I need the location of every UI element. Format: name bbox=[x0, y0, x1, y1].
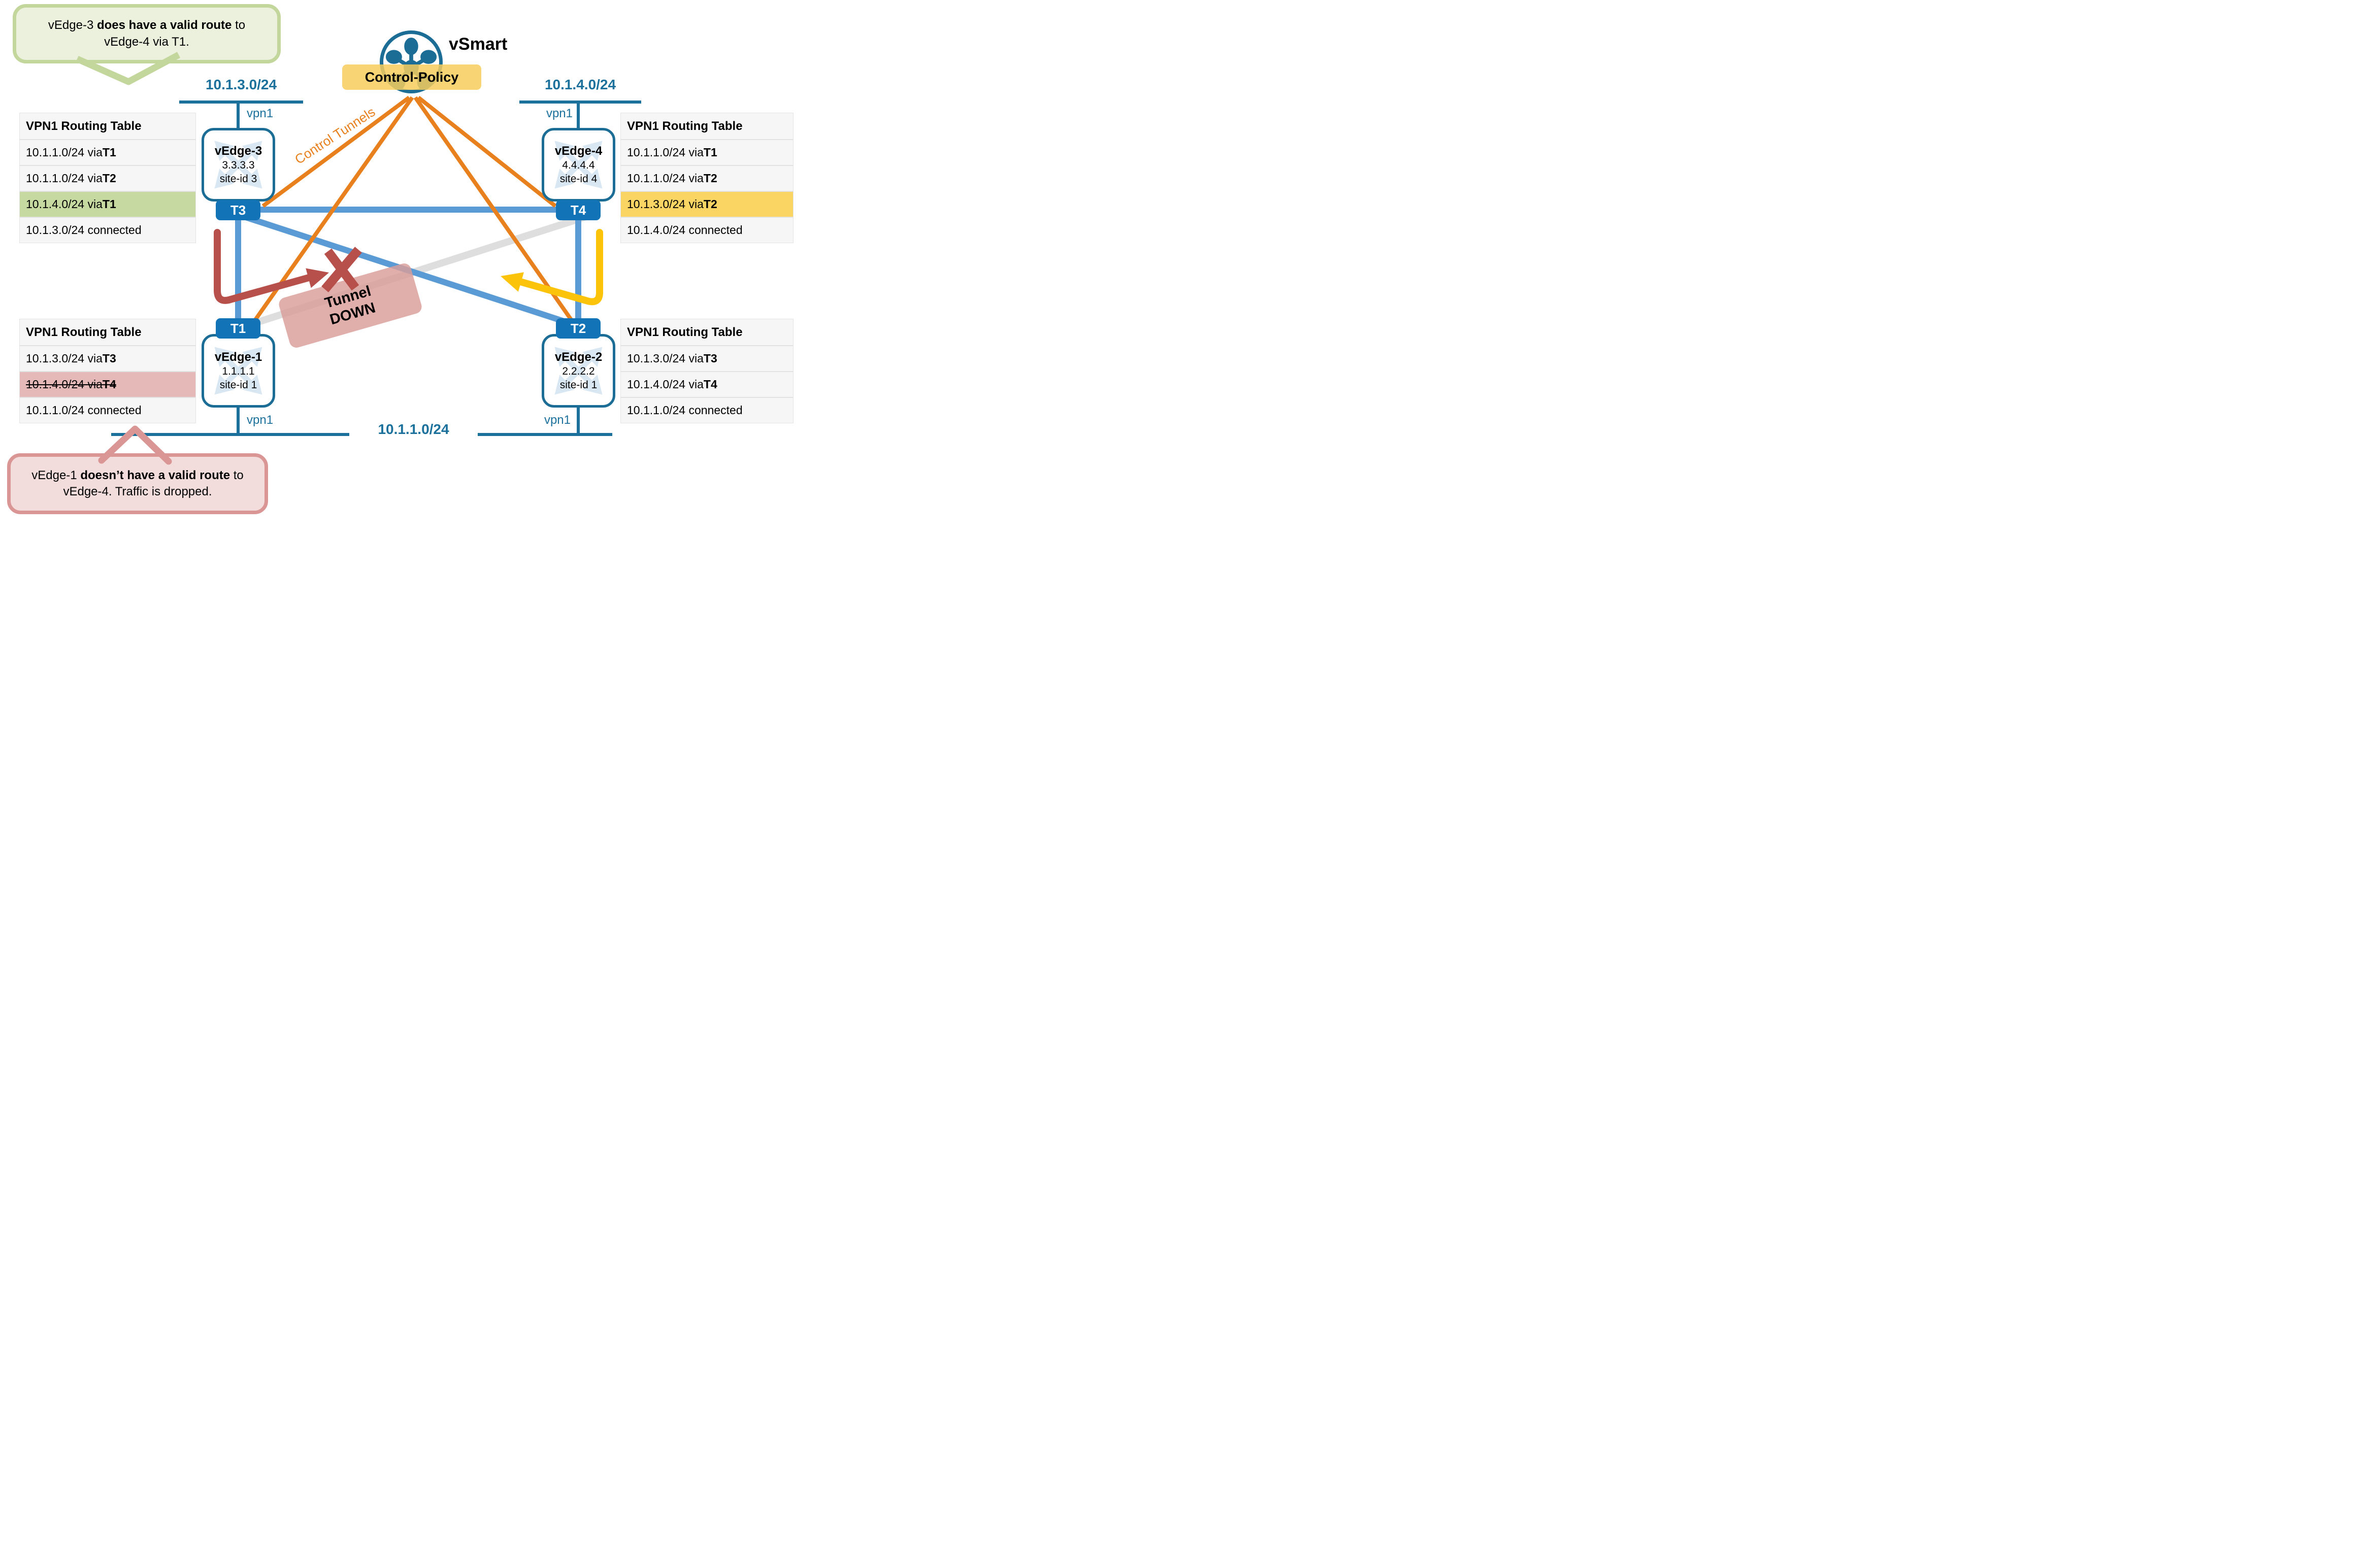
node-site-id: site-id 1 bbox=[219, 379, 257, 391]
callout-vedge1-dropped-traffic: vEdge-1 doesn’t have a valid route to vE… bbox=[7, 453, 268, 514]
vpn1-label-vedge2: vpn1 bbox=[544, 413, 571, 427]
routing-table-vedge2: VPN1 Routing Table 10.1.3.0/24 via T3 10… bbox=[620, 319, 794, 423]
table-row-highlight-valid-route: 10.1.4.0/24 via T1 bbox=[20, 191, 195, 217]
subnet-label-site1: 10.1.1.0/24 bbox=[378, 421, 449, 437]
callout-text: vEdge-1 doesn’t have a valid route to vE… bbox=[31, 468, 244, 498]
routing-table-vedge4: VPN1 Routing Table 10.1.1.0/24 via T1 10… bbox=[620, 113, 794, 243]
callout-text: vEdge-3 does have a valid route to vEdge… bbox=[48, 18, 246, 49]
node-site-id: site-id 1 bbox=[559, 379, 598, 391]
routing-table-vedge1: VPN1 Routing Table 10.1.3.0/24 via T3 10… bbox=[19, 319, 196, 423]
control-policy-tag: Control-Policy bbox=[342, 64, 481, 90]
node-name: vEdge-2 bbox=[554, 350, 603, 364]
router-icon bbox=[214, 141, 262, 189]
table-row: 10.1.1.0/24 connected bbox=[20, 397, 195, 423]
table-row: 10.1.3.0/24 via T3 bbox=[20, 345, 195, 371]
tunnel-endpoint-t4: T4 bbox=[556, 200, 601, 220]
table-row: 10.1.3.0/24 via T3 bbox=[621, 345, 793, 371]
routing-table-title: VPN1 Routing Table bbox=[627, 119, 743, 133]
node-name: vEdge-1 bbox=[214, 350, 262, 364]
control-tunnel-vsmart-t4 bbox=[417, 95, 557, 208]
sdwan-topology-diagram: VPN1 Routing Table 10.1.1.0/24 via T1 10… bbox=[0, 0, 794, 514]
routing-table-vedge3: VPN1 Routing Table 10.1.1.0/24 via T1 10… bbox=[19, 113, 196, 243]
node-name: vEdge-4 bbox=[554, 144, 603, 158]
routing-table-title: VPN1 Routing Table bbox=[627, 325, 743, 339]
table-row: 10.1.1.0/24 via T1 bbox=[20, 139, 195, 165]
node-ip: 2.2.2.2 bbox=[562, 365, 595, 378]
node-vedge2: vEdge-2 2.2.2.2 site-id 1 bbox=[542, 334, 615, 408]
router-icon bbox=[554, 141, 603, 189]
node-ip: 4.4.4.4 bbox=[562, 159, 595, 172]
table-row: 10.1.1.0/24 via T2 bbox=[20, 165, 195, 191]
callout-vedge3-valid-route: vEdge-3 does have a valid route to vEdge… bbox=[13, 4, 281, 63]
subnet-label-site3: 10.1.3.0/24 bbox=[205, 77, 277, 92]
tunnel-endpoint-t1: T1 bbox=[216, 318, 260, 339]
table-row: 10.1.4.0/24 via T4 bbox=[621, 371, 793, 397]
node-site-id: site-id 3 bbox=[219, 173, 257, 185]
control-tunnel-vsmart-t3 bbox=[261, 95, 411, 208]
router-icon bbox=[214, 347, 262, 395]
table-row: 10.1.3.0/24 connected bbox=[20, 217, 195, 243]
routing-table-title: VPN1 Routing Table bbox=[26, 119, 142, 133]
node-vedge4: vEdge-4 4.4.4.4 site-id 4 bbox=[542, 128, 615, 202]
vsmart-label: vSmart bbox=[449, 35, 508, 54]
vpn1-label-vedge4: vpn1 bbox=[546, 107, 573, 120]
tunnel-endpoint-t2: T2 bbox=[556, 318, 601, 339]
router-icon bbox=[554, 347, 603, 395]
table-row: 10.1.4.0/24 connected bbox=[621, 217, 793, 243]
node-ip: 3.3.3.3 bbox=[222, 159, 255, 172]
subnet-label-site4: 10.1.4.0/24 bbox=[544, 77, 616, 92]
table-row-invalid-route: 10.1.4.0/24 via T4 bbox=[20, 371, 195, 397]
table-row: 10.1.1.0/24 connected bbox=[621, 397, 793, 423]
routing-table-title: VPN1 Routing Table bbox=[26, 325, 142, 339]
table-row: 10.1.1.0/24 via T1 bbox=[621, 139, 793, 165]
node-name: vEdge-3 bbox=[214, 144, 262, 158]
node-vedge3: vEdge-3 3.3.3.3 site-id 3 bbox=[202, 128, 275, 202]
vpn1-label-vedge3: vpn1 bbox=[247, 107, 274, 120]
node-site-id: site-id 4 bbox=[559, 173, 598, 185]
node-vedge1: vEdge-1 1.1.1.1 site-id 1 bbox=[202, 334, 275, 408]
vpn1-label-vedge1: vpn1 bbox=[247, 413, 274, 427]
table-row-highlight-reroute: 10.1.3.0/24 via T2 bbox=[621, 191, 793, 217]
node-ip: 1.1.1.1 bbox=[222, 365, 255, 378]
tunnel-endpoint-t3: T3 bbox=[216, 200, 260, 220]
table-row: 10.1.1.0/24 via T2 bbox=[621, 165, 793, 191]
